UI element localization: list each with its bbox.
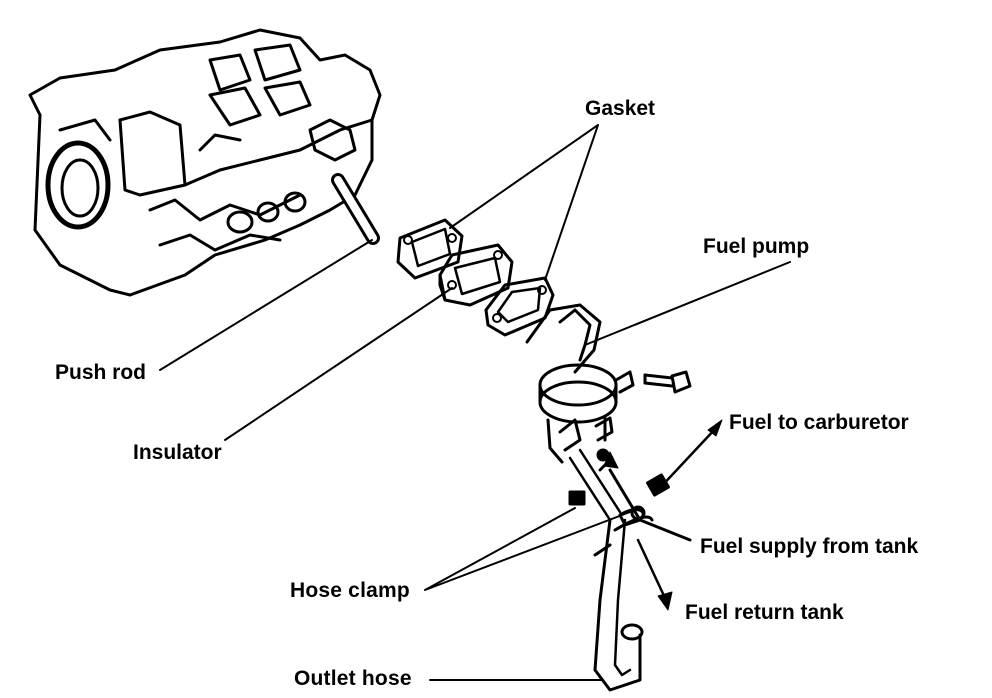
engine-block (28, 28, 382, 297)
label-insulator: Insulator (133, 441, 222, 464)
label-fuel-pump: Fuel pump (703, 235, 810, 258)
flow-arrows (598, 419, 723, 611)
label-outlet-hose: Outlet hose (294, 667, 412, 690)
clamp-1 (568, 490, 586, 506)
label-fuel-return-tank: Fuel return tank (685, 601, 844, 624)
label-fuel-to-carburetor: Fuel to carburetor (729, 411, 909, 434)
label-push-rod: Push rod (55, 361, 147, 384)
label-gasket: Gasket (585, 97, 656, 120)
gasket-1 (396, 218, 464, 280)
outlet-hose (568, 448, 654, 692)
return-fitting (646, 473, 670, 497)
gasket-2 (484, 276, 555, 337)
clamp-2 (630, 505, 646, 521)
label-fuel-supply-from-tank: Fuel supply from tank (700, 535, 919, 558)
bolt (643, 370, 692, 394)
gasket-leader-lines (449, 124, 599, 281)
label-hose-clamp: Hose clamp (290, 579, 410, 602)
insulator (224, 243, 514, 441)
fuel-pump (525, 261, 791, 464)
push-rod (159, 173, 380, 371)
hose-clamp-leaders (424, 507, 631, 591)
